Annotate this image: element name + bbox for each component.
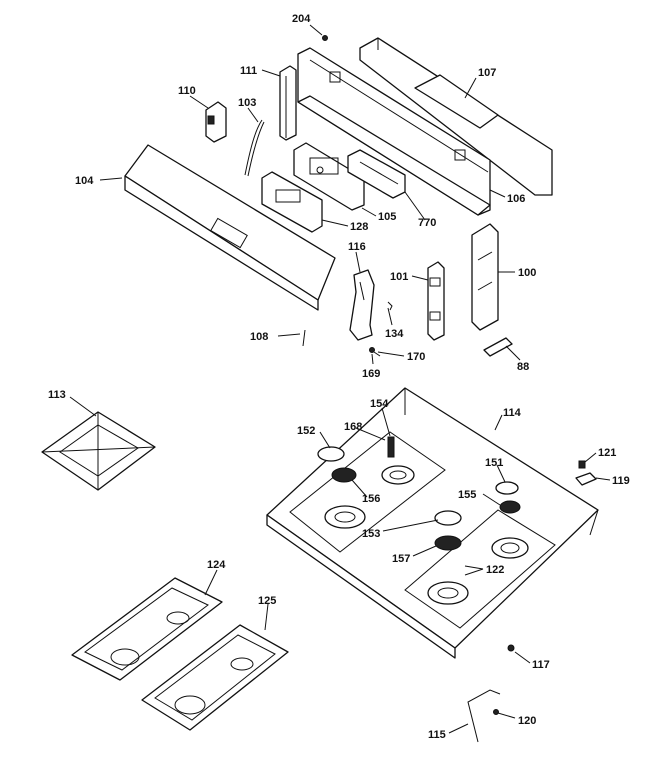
label-120: 120 — [518, 715, 536, 727]
burners — [324, 465, 529, 605]
part-107-rear-cover — [359, 37, 553, 196]
part-114-cooktop — [266, 387, 599, 659]
part-121-119-fasteners — [575, 460, 597, 486]
part-88-spacer — [483, 337, 513, 357]
part-113-grate — [41, 411, 156, 491]
label-113: 113 — [48, 389, 66, 401]
label-106: 106 — [507, 193, 525, 205]
label-105: 105 — [378, 211, 396, 223]
label-154: 154 — [370, 398, 389, 410]
part-117-screw — [507, 644, 515, 652]
part-134-clip — [387, 301, 393, 311]
leader-lines — [69, 24, 611, 734]
label-100: 100 — [518, 267, 536, 279]
label-121: 121 — [598, 447, 616, 459]
burner-heads — [317, 436, 521, 551]
label-125: 125 — [258, 595, 276, 607]
label-116: 116 — [348, 241, 366, 253]
label-119: 119 — [612, 475, 630, 487]
part-101-bracket — [427, 261, 445, 341]
label-152: 152 — [297, 425, 315, 437]
label-117: 117 — [532, 659, 550, 671]
label-108: 108 — [250, 331, 268, 343]
label-153: 153 — [362, 528, 380, 540]
part-110-switch — [205, 101, 227, 143]
part-125-drip-pan — [141, 624, 289, 731]
part-115-burner-tube — [467, 689, 501, 743]
label-155: 155 — [458, 489, 476, 501]
part-100-end-bracket — [471, 223, 499, 331]
label-168: 168 — [344, 421, 362, 433]
label-114: 114 — [503, 407, 522, 419]
label-124: 124 — [207, 559, 226, 571]
label-103: 103 — [238, 97, 256, 109]
part-103-wire-harness — [244, 119, 265, 177]
label-151: 151 — [485, 457, 503, 469]
label-169: 169 — [362, 368, 380, 380]
part-116-side-trim — [349, 269, 375, 341]
label-156: 156 — [362, 493, 380, 505]
label-770: 770 — [418, 217, 436, 229]
label-104: 104 — [75, 175, 94, 187]
label-157: 157 — [392, 553, 410, 565]
part-124-drip-pan — [71, 577, 223, 681]
part-104-control-panel — [124, 144, 336, 311]
label-115: 115 — [428, 729, 446, 741]
part-labels: 204 107 111 110 103 104 106 105 770 128 … — [48, 13, 630, 741]
label-88: 88 — [517, 361, 529, 373]
part-108-screw — [302, 329, 306, 347]
label-170: 170 — [407, 351, 425, 363]
part-105-clock — [293, 142, 365, 211]
part-111-bracket — [279, 65, 297, 141]
label-204: 204 — [292, 13, 311, 25]
label-107: 107 — [478, 67, 496, 79]
label-111: 111 — [240, 65, 257, 77]
part-204-screw — [322, 35, 328, 41]
part-169-170-fasteners — [369, 347, 381, 357]
label-110: 110 — [178, 85, 196, 97]
part-128-overlay — [261, 171, 323, 233]
label-128: 128 — [350, 221, 368, 233]
label-122: 122 — [486, 564, 504, 576]
label-101: 101 — [390, 271, 408, 283]
part-106-backsplash — [297, 47, 491, 216]
label-134: 134 — [385, 328, 404, 340]
